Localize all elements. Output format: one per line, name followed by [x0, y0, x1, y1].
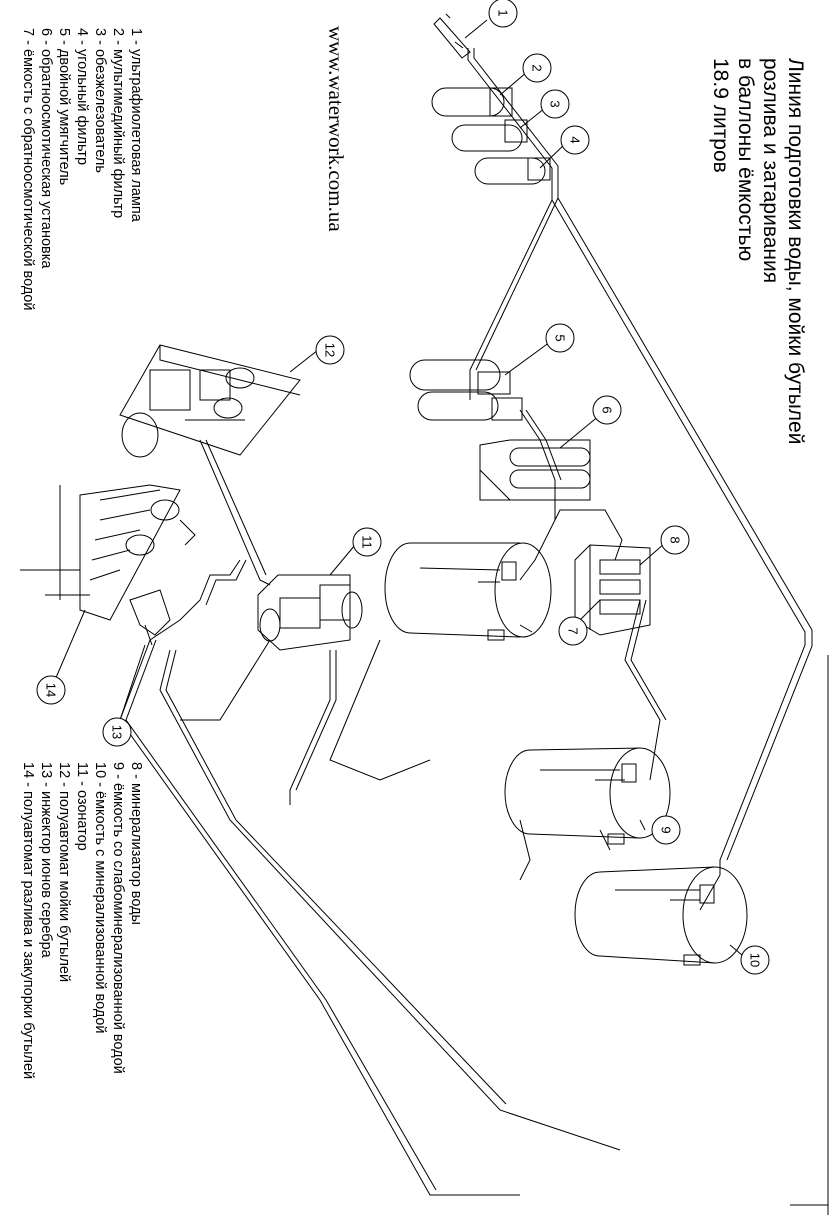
callout-circle	[651, 815, 681, 845]
softener-unit	[409, 359, 523, 421]
callout-14: 14	[36, 675, 66, 705]
callout-9: 9	[651, 815, 681, 845]
tank-9	[504, 747, 671, 845]
callout-10: 10	[740, 945, 770, 975]
legend-item: 2 - мультимедийный фильтр	[110, 28, 126, 219]
callout-2: 2	[522, 53, 552, 83]
callout-number: 7	[566, 627, 581, 634]
callout-13: 13	[102, 717, 132, 747]
callout-circle	[560, 125, 590, 155]
title-line-1: Линия подготовки воды, мойки бутылей	[784, 58, 807, 445]
legend-item: 14 - полуавтомат разлива и закупорки бут…	[20, 762, 36, 1080]
callout-circle	[36, 675, 66, 705]
title-line-4: 18.9 литров	[709, 58, 732, 173]
callout-circle	[352, 527, 382, 557]
legend-item: 7 - ёмкость с обратноосмотической водой	[20, 28, 36, 311]
ozonator-unit	[257, 574, 363, 651]
callout-number: 5	[553, 334, 568, 341]
diagram-title: Линия подготовки воды, мойки бутылей роз…	[708, 58, 808, 444]
callout-number: 14	[44, 683, 59, 697]
filter-columns	[431, 87, 551, 185]
tank-10	[574, 866, 748, 966]
callout-number: 8	[668, 536, 683, 543]
website-url: www.waterwork.com.ua	[324, 26, 348, 232]
callout-6: 6	[592, 395, 622, 425]
tank-7	[384, 542, 552, 641]
callout-circle	[545, 323, 575, 353]
callout-circle	[740, 945, 770, 975]
legend-item: 9 - ёмкость со слабоминерализованной вод…	[110, 762, 126, 1074]
callout-circle	[522, 53, 552, 83]
legend-item: 10 - ёмкость с минерализованной водой	[92, 762, 108, 1034]
legend-item: 4 - угольный фильтр	[74, 28, 90, 166]
callout-circle	[660, 525, 690, 555]
legend-item: 5 - двойной умягчитель	[56, 28, 72, 186]
legend-item: 12 - полуавтомат мойки бутылей	[56, 762, 72, 983]
legend-item: 13 - инжектор ионов серебра	[38, 762, 54, 958]
callout-number: 2	[530, 64, 545, 71]
uv-lamp-unit	[433, 13, 471, 59]
callout-number: 4	[568, 136, 583, 143]
title-line-3: в баллоны ёмкостью	[734, 58, 757, 262]
callout-7: 7	[558, 616, 588, 646]
legend-left: 1 - ультрафиолетовая лампа 2 - мультимед…	[19, 28, 145, 310]
callout-number: 6	[600, 406, 615, 413]
ro-unit	[479, 439, 591, 501]
callout-number: 1	[496, 9, 511, 16]
callout-circle	[558, 616, 588, 646]
legend-right: 8 - минерализатор воды 9 - ёмкость со сл…	[19, 762, 145, 1079]
callout-circle	[540, 89, 570, 119]
washing-unit	[119, 344, 301, 458]
callout-leaders	[54, 19, 743, 956]
callout-number: 9	[659, 826, 674, 833]
callout-number: 11	[360, 535, 375, 549]
filling-unit	[20, 484, 196, 621]
legend-item: 3 - обезжелезователь	[92, 28, 108, 173]
mineralizer-unit	[574, 544, 651, 636]
callout-number: 10	[748, 953, 763, 967]
callout-circle	[592, 395, 622, 425]
legend-item: 6 - обратноосмотическая установка	[38, 28, 54, 269]
title-line-2: розлива и затаривания	[759, 58, 782, 284]
callout-3: 3	[540, 89, 570, 119]
callout-5: 5	[545, 323, 575, 353]
callout-11: 11	[352, 527, 382, 557]
legend-item: 11 - озонатор	[74, 762, 90, 851]
callout-4: 4	[560, 125, 590, 155]
callout-1: 1	[488, 0, 518, 28]
silver-injector	[129, 589, 171, 646]
pipework	[119, 48, 813, 1196]
callout-circle	[102, 717, 132, 747]
callout-12: 12	[315, 335, 345, 365]
callout-number: 13	[110, 725, 125, 739]
callout-circle	[315, 335, 345, 365]
callout-circle	[488, 0, 518, 28]
callout-8: 8	[660, 525, 690, 555]
legend-item: 8 - минерализатор воды	[128, 762, 144, 925]
callout-number: 12	[323, 343, 338, 357]
callout-number: 3	[548, 100, 563, 107]
legend-item: 1 - ультрафиолетовая лампа	[128, 28, 144, 222]
